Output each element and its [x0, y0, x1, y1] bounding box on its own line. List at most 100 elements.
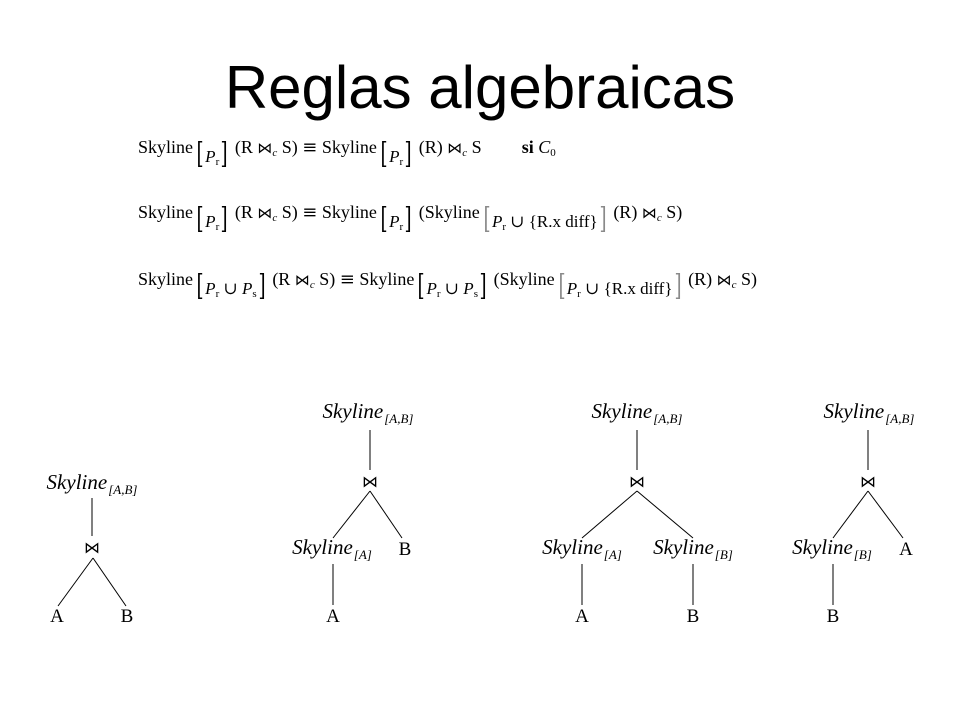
relation-operand: (R)	[688, 269, 713, 289]
skyline-operator: Skyline	[653, 535, 714, 559]
tree-4-root: Skyline[A,B]	[824, 399, 915, 431]
join-symbol: ⋈	[641, 204, 657, 222]
tree-2-left-skyline: Skyline[A]	[292, 535, 372, 567]
skyline-operator: Skyline	[823, 399, 885, 423]
join-symbol: ⋈	[447, 139, 463, 157]
bracket-close: ]	[479, 269, 487, 303]
skyline-attributes: [B]	[714, 547, 733, 562]
bracket-close: ]	[258, 269, 266, 303]
attribute-set: {R.x diff}	[528, 212, 598, 231]
join-symbol: ⋈	[294, 271, 310, 289]
union-symbol: ∪	[444, 279, 460, 299]
skyline-operator: Skyline	[591, 399, 653, 423]
skyline-operator: Skyline	[322, 399, 384, 423]
condition: C	[538, 137, 551, 157]
tree-edge	[57, 557, 94, 607]
skyline-operator: Skyline	[138, 202, 194, 222]
skyline-operator: Skyline	[138, 269, 194, 289]
preference-subscript: [Pr]	[379, 137, 413, 175]
tree-3-leaf-left: A	[575, 606, 589, 627]
bracket-close: ]	[674, 269, 682, 303]
equivalence-symbol: ≡	[339, 269, 355, 290]
skyline-attributes: [A,B]	[108, 482, 138, 497]
preference-symbol: P	[205, 147, 216, 166]
keyword-si: si	[521, 137, 534, 157]
nested-skyline-operator: (Skyline	[418, 202, 480, 222]
join-right-operand: S)	[741, 269, 758, 289]
equivalence-symbol: ≡	[302, 202, 318, 223]
tree-edge	[92, 557, 127, 607]
union-symbol: ∪	[585, 279, 600, 299]
tree-4-join: ⋈	[860, 472, 876, 491]
join-right-operand: S)	[666, 202, 683, 222]
bracket-open: [	[196, 202, 204, 236]
skyline-operator: Skyline	[542, 535, 603, 559]
skyline-operator: Skyline	[359, 269, 415, 289]
union-symbol: ∪	[223, 279, 238, 299]
join-right-operand: S)	[281, 202, 298, 222]
preference-symbol: P	[491, 212, 503, 231]
tree-3-root: Skyline[A,B]	[592, 399, 683, 431]
join-right-operand: S	[471, 137, 482, 157]
skyline-attributes: [A,B]	[384, 411, 414, 426]
tree-4-leaf-right: A	[899, 539, 913, 560]
tree-edge	[867, 490, 904, 539]
bracket-open: [	[417, 269, 425, 303]
tree-edge	[369, 490, 403, 539]
bracket-open: [	[196, 137, 204, 171]
skyline-attributes: [A]	[353, 547, 372, 562]
bracket-open: [	[196, 269, 204, 303]
bracket-close: ]	[404, 137, 412, 171]
tree-2-root: Skyline[A,B]	[323, 399, 414, 431]
attribute-set: {R.x diff}	[603, 279, 673, 298]
join-symbol: ⋈	[257, 204, 273, 222]
preference-symbol: P	[389, 147, 400, 166]
join-condition: c	[309, 279, 315, 291]
union-symbol: ∪	[510, 212, 525, 232]
skyline-operator: Skyline	[292, 535, 353, 559]
skyline-attributes: [A]	[603, 547, 622, 562]
nested-preference-subscript: [Pr ∪ {R.x diff}]	[557, 269, 683, 307]
preference-symbol: P	[566, 279, 578, 298]
bracket-open: [	[380, 137, 388, 171]
tree-edge	[581, 490, 638, 539]
preference-subscript: [Pr]	[195, 202, 229, 240]
preference-index: r	[502, 221, 506, 233]
join-condition: c	[272, 147, 278, 159]
join-right-operand: S)	[319, 269, 336, 289]
bracket-open: [	[380, 202, 388, 236]
tree-1-join: ⋈	[84, 538, 100, 557]
skyline-operator: Skyline	[46, 470, 108, 494]
rule-2: Skyline[Pr] (R ⋈c S) ≡ Skyline[Pr] (Skyl…	[138, 199, 682, 240]
tree-3-leaf-right: B	[686, 606, 700, 627]
preference-subscript: [Pr ∪ Ps]	[416, 269, 488, 307]
tree-edge	[832, 490, 869, 539]
preference-index: r	[577, 288, 581, 300]
relation-operand: (R)	[418, 137, 443, 157]
skyline-operator: Skyline	[138, 137, 194, 157]
slide-title: Reglas algebraicas	[224, 54, 736, 121]
preference-symbol: P	[205, 212, 216, 231]
tree-2-join: ⋈	[362, 472, 378, 491]
skyline-operator: Skyline	[321, 202, 377, 222]
tree-4-left-skyline: Skyline[B]	[792, 535, 872, 567]
preference-index: r	[215, 288, 220, 300]
skyline-operator: Skyline	[321, 137, 377, 157]
join-symbol: ⋈	[257, 139, 273, 157]
equivalence-symbol: ≡	[302, 137, 318, 158]
nested-skyline-operator: (Skyline	[493, 269, 555, 289]
skyline-attributes: [B]	[853, 547, 872, 562]
preference-index: r	[215, 156, 220, 168]
tree-edge	[636, 490, 694, 539]
tree-3-right-skyline: Skyline[B]	[653, 535, 733, 567]
join-left-operand: (R	[272, 269, 291, 289]
skyline-operator: Skyline	[792, 535, 853, 559]
join-condition: c	[731, 279, 737, 291]
join-left-operand: (R	[234, 202, 253, 222]
preference-index: r	[399, 156, 404, 168]
bracket-open: [	[483, 202, 491, 236]
tree-2-leaf-left: A	[326, 606, 340, 627]
preference-symbol: P	[241, 279, 253, 298]
tree-2-leaf-right: B	[398, 539, 412, 560]
